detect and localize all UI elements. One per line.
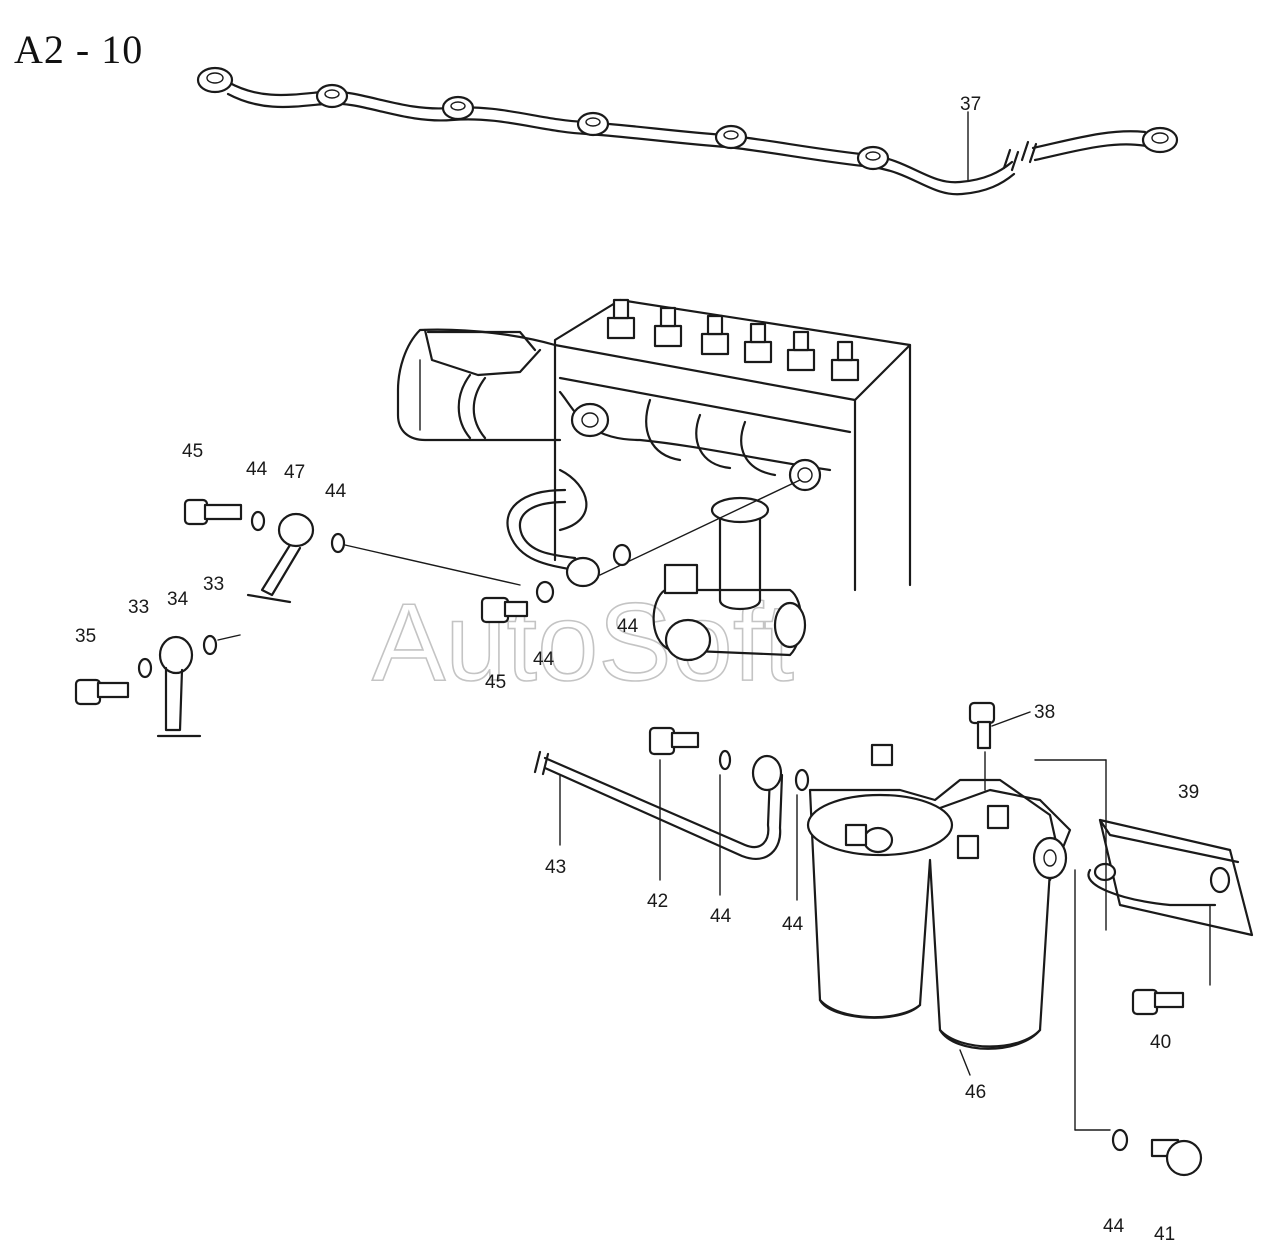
- callout-33-right: 33: [203, 574, 224, 595]
- callout-42: 42: [647, 891, 668, 912]
- callout-44-b: 44: [325, 481, 347, 502]
- leak-off-hose-37: [196, 66, 1179, 196]
- callout-47: 47: [284, 462, 305, 483]
- callout-35: 35: [75, 626, 96, 647]
- diagram-title: A2 - 10: [14, 27, 144, 72]
- callout-45-upper: 45: [182, 441, 203, 462]
- callout-40: 40: [1150, 1032, 1171, 1053]
- callout-45-lower: 45: [485, 672, 506, 693]
- callout-39: 39: [1178, 782, 1199, 803]
- callout-33-left: 33: [128, 597, 149, 618]
- callout-43: 43: [545, 857, 566, 878]
- callout-37: 37: [960, 94, 981, 115]
- callout-44-d: 44: [533, 649, 555, 670]
- callout-44-f: 44: [782, 914, 804, 935]
- callout-34: 34: [167, 589, 189, 610]
- bolt-40: [1131, 988, 1185, 1016]
- mounting-bracket-39: [1034, 759, 1254, 986]
- callout-44-a: 44: [246, 459, 268, 480]
- drain-plug-41: [1074, 869, 1203, 1177]
- callout-41: 41: [1154, 1224, 1175, 1245]
- fitting-assembly-left: [183, 498, 529, 624]
- callout-44-e: 44: [710, 906, 732, 927]
- callout-labels: 37 45 44 47 44 33 34 33 35 44 44 45 38 3…: [75, 94, 1199, 1245]
- fitting-assembly-lower-left: [74, 634, 241, 738]
- fuel-pipe-43: [533, 726, 810, 901]
- callout-38: 38: [1034, 702, 1055, 723]
- callout-46: 46: [965, 1082, 986, 1103]
- bolt-38: [968, 701, 1031, 791]
- callout-44-g: 44: [1103, 1216, 1125, 1237]
- injection-pump: [396, 298, 912, 662]
- callout-44-c: 44: [617, 616, 639, 637]
- fuel-filter-46: [806, 743, 1072, 1076]
